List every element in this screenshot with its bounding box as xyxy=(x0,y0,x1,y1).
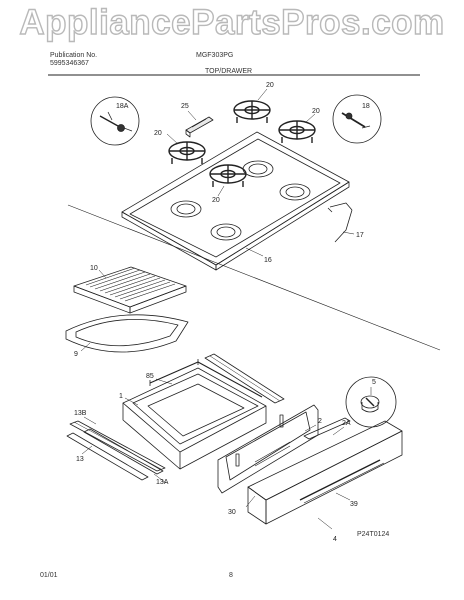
broiler-pan-tray xyxy=(65,314,189,353)
burner-grate-center xyxy=(209,164,247,187)
callout-2: 2 xyxy=(318,418,322,425)
burner-grate-rear xyxy=(233,100,271,123)
callout-20-right: 20 xyxy=(312,108,320,115)
section-divider-line xyxy=(67,204,441,351)
callout-5: 5 xyxy=(372,379,376,386)
callout-18: 18 xyxy=(362,103,370,110)
callout-4: 4 xyxy=(333,536,337,543)
drawer-slide-rail-13 xyxy=(66,432,149,481)
drawer-body xyxy=(122,367,267,470)
callout-9: 9 xyxy=(74,351,78,358)
callout-20-rear: 20 xyxy=(266,82,274,89)
callout-25: 25 xyxy=(181,103,189,110)
publication-number: 5995346367 xyxy=(50,60,89,67)
callout-20-left: 20 xyxy=(154,130,162,137)
callout-2a: 2A xyxy=(342,420,351,427)
callout-13a: 13A xyxy=(156,479,169,486)
broiler-pan-insert xyxy=(73,266,187,314)
callout-13b: 13B xyxy=(74,410,87,417)
drawer-slide-rail-13a xyxy=(83,428,164,475)
mounting-bracket-17 xyxy=(327,202,355,243)
detail-circle-18a xyxy=(90,96,140,146)
footer-page-number: 8 xyxy=(229,572,233,579)
callout-17: 17 xyxy=(356,232,364,239)
publication-label: Publication No. xyxy=(50,52,98,59)
burner-openings xyxy=(170,160,311,241)
callout-39: 39 xyxy=(350,501,358,508)
burner-grate-right xyxy=(278,120,316,143)
model-number: MGF303PG xyxy=(196,52,234,59)
watermark-logo: AppliancePartsPros.com xyxy=(19,2,445,42)
figure-code: P24T0124 xyxy=(357,531,390,538)
callout-10: 10 xyxy=(90,265,98,272)
burner-grate-left xyxy=(168,141,206,164)
callout-30: 30 xyxy=(228,509,236,516)
callout-20-center: 20 xyxy=(212,197,220,204)
callout-1: 1 xyxy=(119,393,123,400)
callout-13: 13 xyxy=(76,456,84,463)
detail-circle-drawer-knob xyxy=(345,376,397,428)
section-title: TOP/DRAWER xyxy=(205,68,253,75)
drawer-trim-strip xyxy=(303,417,351,440)
grate-bracket-part xyxy=(185,116,214,138)
callout-16: 16 xyxy=(264,257,272,264)
drawer-rear-rail xyxy=(149,359,263,398)
callout-18a: 18A xyxy=(116,103,129,110)
drawer-side-rail-right xyxy=(204,353,285,404)
detail-circle-18 xyxy=(332,94,382,144)
callout-85: 85 xyxy=(146,373,154,380)
cooktop-main-top xyxy=(121,131,350,271)
callout-labels: 18A 25 20 20 20 20 18 17 16 10 9 85 1 13… xyxy=(74,82,376,543)
drawer-front-panel xyxy=(247,420,403,525)
footer-date: 01/01 xyxy=(40,572,58,579)
